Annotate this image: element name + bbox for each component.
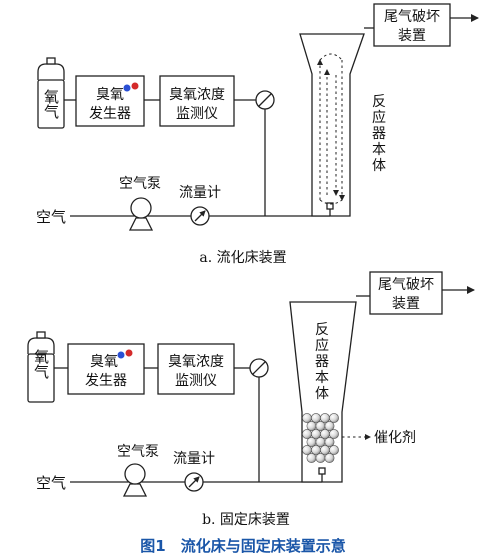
catalyst-sphere: [306, 437, 317, 447]
reactor-char-a-4: 体: [372, 158, 386, 174]
reactor-char-a-2: 器: [372, 126, 386, 142]
figure-caption: 图1 流化床与固定床装置示意: [140, 537, 345, 555]
catalyst-sphere: [311, 429, 321, 439]
catalyst-sphere: [329, 445, 339, 455]
ozone-generator-label1-b: 臭氧: [90, 354, 118, 370]
catalyst-sphere: [311, 413, 321, 423]
ozone-monitor-box-b: [157, 343, 235, 395]
tail-gas-label2-a: 装置: [398, 28, 426, 44]
reactor-char-a-3: 本: [372, 142, 386, 158]
catalyst-sphere: [302, 445, 312, 455]
air-pump-a: [128, 197, 154, 231]
reactor-body-a: [299, 33, 365, 217]
blue-indicator-dot-b: [117, 351, 125, 359]
catalyst-sphere: [306, 453, 317, 463]
reactor-char-b-2: 器: [315, 354, 329, 370]
air-label-b: 空气: [36, 474, 66, 492]
catalyst-sphere: [302, 413, 312, 423]
ozone-monitor-label2-b: 监测仪: [175, 373, 217, 389]
catalyst-label: 催化剂: [374, 430, 416, 446]
ozone-generator-label2-b: 发生器: [85, 373, 127, 389]
reactor-char-b-4: 体: [315, 386, 329, 402]
ozone-monitor-label1-a: 臭氧浓度: [169, 87, 225, 103]
catalyst-sphere: [315, 453, 326, 463]
tail-gas-label1-a: 尾气破坏: [384, 9, 440, 25]
air-pump-b: [122, 463, 148, 497]
catalyst-bed: [302, 413, 339, 463]
catalyst-sphere: [311, 445, 321, 455]
tail-gas-box-b: [369, 271, 443, 315]
air-pump-label-b: 空气泵: [117, 444, 159, 460]
catalyst-sphere: [324, 453, 335, 463]
red-indicator-dot-a: [131, 82, 139, 90]
air-label-a: 空气: [36, 208, 66, 226]
reactor-char-a-1: 应: [372, 109, 386, 126]
catalyst-sphere: [315, 437, 326, 447]
panel-a: 氧气 臭氧 发生器 臭氧浓度 监测仪 空气 空气泵 流量计: [36, 3, 479, 266]
reactor-char-b-3: 本: [315, 370, 329, 386]
red-indicator-dot-b: [125, 349, 133, 357]
blue-indicator-dot-a: [123, 84, 131, 92]
tail-gas-label2-b: 装置: [392, 296, 420, 312]
reactor-char-a-0: 反: [372, 94, 386, 110]
panel-a-caption: a. 流化床装置: [199, 250, 286, 266]
ozone-monitor-box-a: [159, 75, 235, 127]
air-pump-label-a: 空气泵: [119, 176, 161, 192]
ozone-monitor-label1-b: 臭氧浓度: [168, 354, 224, 370]
reactor-char-b-0: 反: [315, 322, 329, 338]
catalyst-sphere: [329, 413, 339, 423]
oxygen-label-b: 氧气: [32, 349, 50, 379]
tail-gas-box-a: [373, 3, 451, 47]
catalyst-sphere: [324, 437, 335, 447]
oxygen-cylinder-b: 氧气: [27, 331, 55, 403]
catalyst-sphere: [320, 429, 330, 439]
ozone-monitor-label2-a: 监测仪: [176, 106, 218, 122]
panel-b-caption: b. 固定床装置: [202, 512, 290, 528]
catalyst-sphere: [320, 413, 330, 423]
ozone-generator-label1-a: 臭氧: [96, 87, 124, 103]
catalyst-sphere: [329, 429, 339, 439]
oxygen-label-a: 氧气: [42, 89, 60, 119]
ozone-generator-label2-a: 发生器: [89, 106, 131, 122]
reactor-char-b-1: 应: [315, 337, 329, 354]
catalyst-sphere: [302, 429, 312, 439]
tail-gas-label1-b: 尾气破坏: [378, 277, 434, 293]
flow-meter-label-a: 流量计: [179, 185, 221, 201]
catalyst-sphere: [320, 445, 330, 455]
flow-meter-label-b: 流量计: [173, 451, 215, 467]
oxygen-cylinder-a: 氧气: [37, 57, 65, 129]
catalyst-sphere: [324, 421, 335, 431]
catalyst-sphere: [306, 421, 317, 431]
panel-b: 氧气 臭氧 发生器 臭氧浓度 监测仪 空气 空气泵 流量计: [27, 271, 475, 528]
catalyst-sphere: [315, 421, 326, 431]
